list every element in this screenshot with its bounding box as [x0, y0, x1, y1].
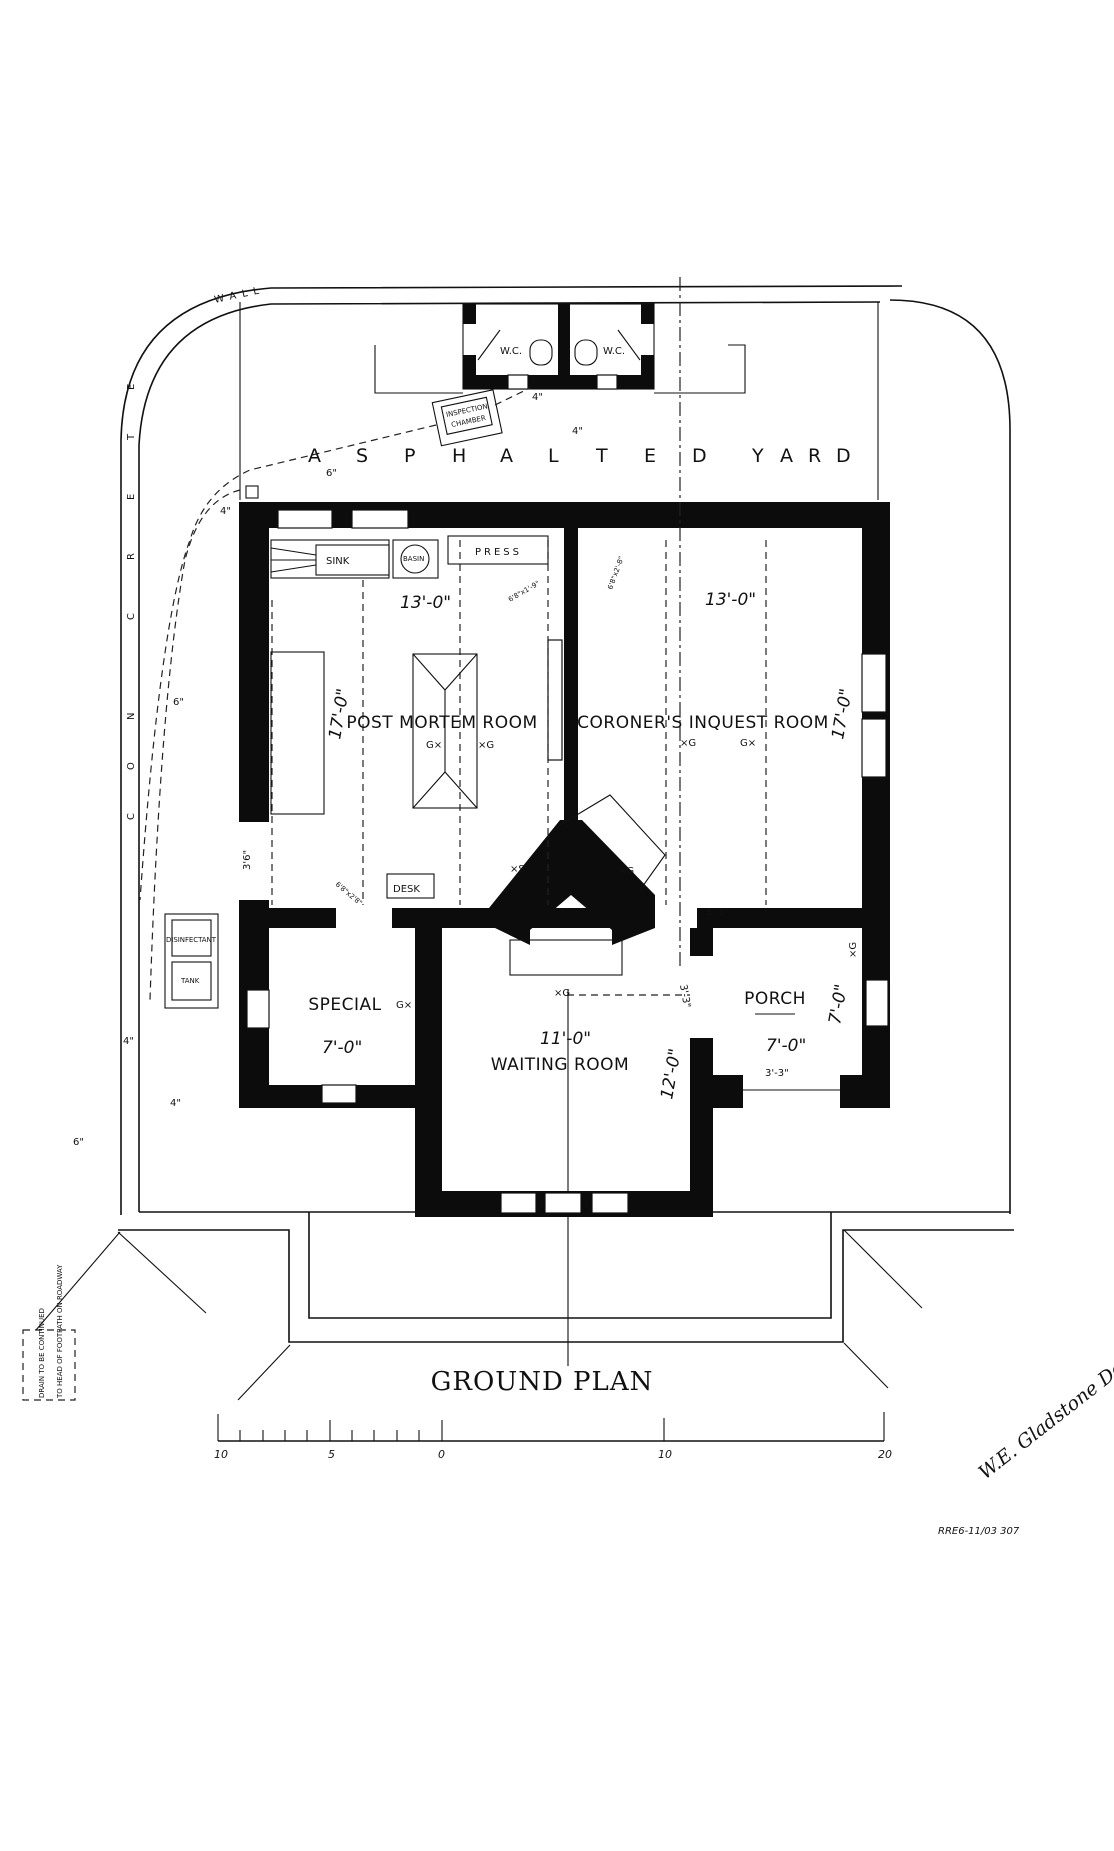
drawing-annotation: 7'-0": [322, 1038, 362, 1058]
drawing-annotation: E: [644, 445, 656, 467]
drawing-annotation: ×G: [618, 866, 634, 877]
drawing-annotation: E: [126, 384, 137, 390]
gas-point-labels: G× ×G ×G G× ×S ×G ×G G× ×G: [396, 738, 859, 1011]
drawing-annotation: 4": [170, 1098, 181, 1109]
drawing-annotation: 4": [123, 1036, 134, 1047]
drawing-annotation: 6": [73, 1137, 84, 1148]
drawing-annotation: 3'-3": [765, 1068, 789, 1079]
sink-label: SINK: [326, 556, 350, 567]
drawing-annotation: N: [126, 713, 137, 720]
room-labels: POST MORTEM ROOM CORONER'S INQUEST ROOM …: [308, 713, 828, 1075]
drawing-annotation: C: [126, 813, 137, 820]
drawing-annotation: R: [808, 445, 821, 467]
drawing-annotation: TO HEAD OF FOOTPATH ON ROADWAY: [56, 1264, 64, 1399]
drawing-annotation: 4": [532, 392, 543, 403]
drawing-annotation: 0: [438, 1448, 445, 1461]
drawing-annotation: 6'8"x2'8": [334, 880, 364, 907]
waiting-room-label: WAITING ROOM: [491, 1055, 629, 1075]
basin-label: BASIN: [403, 555, 424, 563]
drawing-annotation: 3'-3": [677, 984, 692, 1009]
pipe-labels: 6" 4" 6" 4" 4" 4" 4" 6": [73, 392, 583, 1148]
drawing-annotation: S: [356, 445, 368, 467]
drawing-annotation: P: [404, 445, 415, 467]
drawing-annotation: Y: [751, 445, 764, 467]
disinfectant-label: DISINFECTANT: [166, 936, 217, 944]
post-mortem-room-label: POST MORTEM ROOM: [346, 713, 537, 733]
drawing-annotation: ×G: [554, 988, 570, 999]
drawing-annotation: 5: [328, 1448, 335, 1461]
fixtures: SINK BASIN PRESS DESK DISINFECTANT TANK: [164, 535, 666, 1009]
drawing-annotation: 6'8"x2'-8": [606, 555, 625, 590]
drawing-annotation: O: [126, 762, 137, 770]
drawing-annotation: 7'-0": [825, 983, 852, 1026]
drawing-annotation: D: [836, 445, 851, 467]
yard-label: A S P H A L T E D Y A R D: [308, 445, 851, 467]
drawing-annotation: E: [126, 494, 137, 500]
drawing-annotation: 4": [220, 506, 231, 517]
wc-block: W.C. W.C.: [374, 303, 746, 394]
drawing-annotation: L: [548, 445, 559, 467]
tank-label: TANK: [180, 977, 200, 985]
drawing-annotation: C: [126, 613, 137, 620]
drawing-annotation: 4": [572, 426, 583, 437]
drawing-annotation: 12'-0": [657, 1047, 686, 1101]
concrete-wall: [120, 285, 1011, 1215]
drawing-annotation: ×G: [478, 740, 494, 751]
drawing-annotation: 11'-0": [540, 1029, 591, 1049]
drawing-annotation: R: [126, 553, 137, 560]
drawing-title: GROUND PLAN: [431, 1367, 654, 1397]
drawing-annotation: 13'-0": [400, 593, 451, 613]
front-approach: [117, 990, 1014, 1401]
inspection-chamber: INSPECTION CHAMBER: [431, 389, 503, 447]
drawing-annotation: 10: [214, 1448, 228, 1461]
drain-note: DRAIN TO BE CONTINUED TO HEAD OF FOOTPAT…: [22, 1231, 121, 1401]
scale-bar: 10 5 0 10 20: [214, 1412, 892, 1461]
drawing-annotation: 6": [326, 468, 337, 479]
drawing-annotation: 3'6": [242, 850, 253, 870]
drawing-annotation: 20: [878, 1448, 892, 1461]
porch-label: PORCH: [744, 989, 806, 1009]
wc-right-label: W.C.: [603, 346, 625, 357]
drawing-annotation: T: [126, 433, 137, 441]
drawing-annotation: 3'-3": [705, 907, 729, 918]
dimension-labels: 13'-0" 13'-0" 17'-0" 17'-0" 7'-0" 11'-0"…: [242, 555, 857, 1101]
coroners-inquest-room-label: CORONER'S INQUEST ROOM: [577, 713, 829, 733]
drawing-annotation: 6": [173, 697, 184, 708]
drawing-annotation: ×G: [848, 942, 859, 958]
drawing-annotation: G×: [426, 740, 442, 751]
desk-label: DESK: [393, 884, 420, 895]
drawing-annotation: H: [452, 445, 466, 467]
drawing-annotation: G×: [396, 1000, 412, 1011]
building-walls: [239, 502, 890, 1217]
drawing-annotation: A: [308, 445, 321, 467]
drawing-annotation: DRAIN TO BE CONTINUED: [38, 1308, 46, 1398]
drawing-annotation: 13'-0": [705, 590, 756, 610]
press-label: PRESS: [475, 547, 522, 558]
joist-lines: [271, 277, 767, 996]
drawing-annotation: G×: [740, 738, 756, 749]
drawing-annotation: A: [780, 445, 793, 467]
drawing-annotation: A: [500, 445, 513, 467]
drawing-annotation: 7'-0": [766, 1036, 806, 1056]
drawing-annotation: 6'8"x1'-9": [507, 579, 541, 603]
signature: W.E. Gladstone Del 1903: [975, 1320, 1114, 1484]
drain-lines: [139, 387, 531, 1001]
reference-number: RRE6-11/03 307: [938, 1526, 1020, 1537]
drawing-annotation: D: [692, 445, 707, 467]
drawing-annotation: ×S: [510, 864, 525, 875]
drawing-annotation: T: [595, 445, 608, 467]
drawing-annotation: 10: [658, 1448, 672, 1461]
drawing-annotation: 17'-0": [828, 687, 857, 741]
special-room-label: SPECIAL: [308, 995, 381, 1015]
wc-left-label: W.C.: [500, 346, 522, 357]
drawing-annotation: ×G: [680, 738, 696, 749]
